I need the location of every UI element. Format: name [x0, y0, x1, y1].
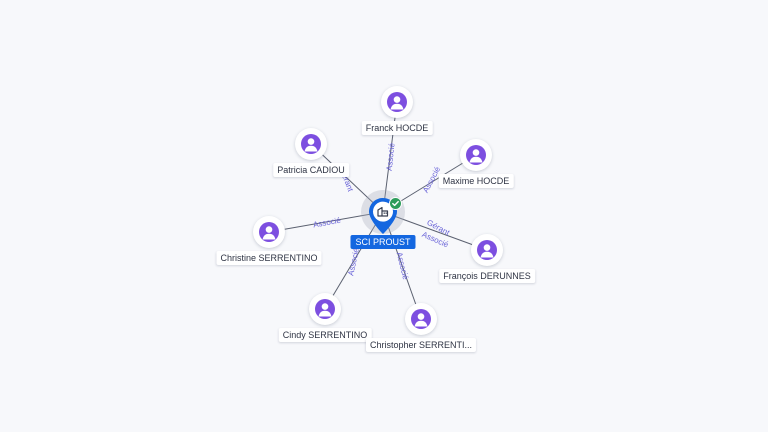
person-name-label[interactable]: Christine SERRENTINO: [216, 251, 322, 265]
person-name-label[interactable]: François DERUNNES: [439, 269, 535, 283]
person-name-label[interactable]: Maxime HOCDE: [438, 174, 514, 188]
person-icon: [387, 92, 407, 112]
avatar[interactable]: [460, 139, 492, 171]
person-icon: [477, 240, 497, 260]
edge-role-label: Associé: [346, 247, 361, 277]
edge-francois: [382, 211, 488, 251]
avatar[interactable]: [381, 86, 413, 118]
edge-christine: [268, 211, 384, 233]
edge-role-label: Associé: [395, 251, 411, 281]
person-icon: [466, 145, 486, 165]
avatar[interactable]: [405, 303, 437, 335]
edge-franck: [382, 101, 398, 213]
edge-role-label: Associé: [385, 142, 397, 171]
avatar[interactable]: [471, 234, 503, 266]
avatar[interactable]: [295, 128, 327, 160]
avatar[interactable]: [253, 216, 285, 248]
person-icon: [301, 134, 321, 154]
person-name-label[interactable]: Christopher SERRENTI...: [365, 338, 477, 352]
check-icon: [389, 197, 402, 210]
edge-patricia: [310, 143, 384, 213]
avatar[interactable]: [309, 293, 341, 325]
person-icon: [259, 222, 279, 242]
edge-cindy: [324, 211, 384, 310]
person-icon: [315, 299, 335, 319]
person-icon: [411, 309, 431, 329]
person-name-label[interactable]: Cindy SERRENTINO: [278, 328, 372, 342]
edge-christopher: [382, 211, 422, 320]
company-name-label: SCI PROUST: [350, 235, 416, 249]
person-name-label[interactable]: Patricia CADIOU: [273, 163, 349, 177]
person-name-label[interactable]: Franck HOCDE: [361, 121, 433, 135]
edge-role-label: Associé: [312, 216, 342, 230]
